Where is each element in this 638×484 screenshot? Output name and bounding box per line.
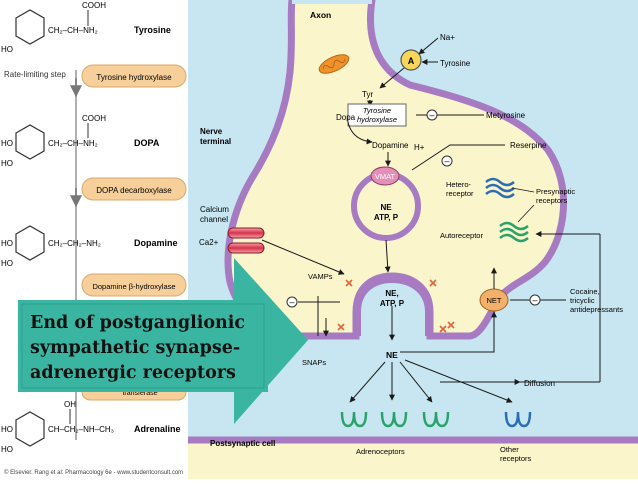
cocaine-inhibit-icon	[529, 294, 541, 306]
svg-text:HO: HO	[1, 159, 13, 168]
metyrosine-label: Metyrosine	[486, 111, 526, 120]
dopamine-label: Dopamine	[372, 141, 409, 150]
cocaine-label-2: tricyclic	[570, 296, 595, 305]
compound-dopa: DOPA	[134, 138, 160, 148]
tyr-ho: HO	[1, 45, 13, 54]
svg-text:Dopamine β-hydroxylase: Dopamine β-hydroxylase	[92, 282, 175, 291]
svg-text:–: –	[444, 156, 449, 166]
svg-text:NET: NET	[487, 296, 502, 305]
svg-text:NE,: NE,	[385, 289, 398, 298]
svg-text:OH: OH	[64, 400, 76, 409]
tyr-label: Tyr	[362, 90, 373, 99]
copyright-footer: © Elsevier. Rang et al: Pharmacology 6e …	[4, 469, 183, 476]
svg-text:VMAT: VMAT	[375, 172, 396, 181]
callout-line-1: End of postganglionic	[30, 313, 245, 333]
tyr-chain: CH₂–CH–NH₂	[48, 26, 98, 35]
reserpine-inhibit-icon	[441, 155, 453, 167]
autoreceptor-label: Autoreceptor	[440, 231, 483, 240]
svg-text:HO: HO	[1, 445, 13, 454]
adrenoceptors-label: Adrenoceptors	[356, 447, 405, 456]
svg-text:DOPA decarboxylase: DOPA decarboxylase	[96, 186, 172, 195]
synapse-diagram: Axon Nerve terminal A Na+ Tyrosine Tyr T…	[188, 0, 638, 479]
snare-complex-icons	[337, 279, 455, 333]
calcium-channel-label-1: Calcium	[200, 205, 229, 214]
enzyme-dopamine-beta-hydroxylase: Dopamine β-hydroxylase	[81, 273, 187, 297]
callout-line-2: sympathetic synapse-	[30, 338, 240, 358]
adrenaline-structure: OH CH–CH₂–NH–CH₃ HO HO Adrenaline	[1, 400, 181, 454]
dopamine-structure: CH₂–CH₂–NH₂ HO HO Dopamine	[1, 225, 178, 268]
postsynaptic-cell	[188, 440, 638, 479]
cocaine-label-1: Cocaine,	[570, 287, 600, 296]
svg-text:CH–CH₂–NH–CH₃: CH–CH₂–NH–CH₃	[48, 425, 114, 434]
compound-adrenaline: Adrenaline	[134, 424, 181, 434]
compound-tyrosine: Tyrosine	[134, 25, 171, 35]
mitochondrion-icon	[318, 54, 350, 74]
ne-cleft-label: NE	[386, 350, 398, 360]
cocaine-label-3: antidepressants	[570, 305, 623, 314]
vamps-label: VAMPs	[308, 272, 333, 281]
tyrosine-hydroxylase-box	[347, 103, 407, 127]
other-receptor-icon	[504, 411, 532, 428]
enzyme-dopa-decarboxylase: DOPA decarboxylase	[81, 177, 187, 201]
svg-text:COOH: COOH	[82, 114, 106, 123]
snaps-label: SNAPs	[302, 358, 326, 367]
svg-text:NE: NE	[380, 203, 392, 212]
other-receptors-label-2: receptors	[500, 454, 532, 463]
calcium-channel-icon	[227, 227, 265, 254]
svg-text:Tyrosine hydroxylase: Tyrosine hydroxylase	[96, 73, 172, 82]
presynaptic-receptors-label-1: Presynaptic	[536, 187, 575, 196]
adrenoceptor-icons	[340, 411, 450, 428]
svg-text:HO: HO	[1, 425, 13, 434]
postsynaptic-cell-label: Postsynaptic cell	[210, 439, 275, 448]
vmat-transporter	[370, 166, 400, 186]
svg-text:–: –	[289, 297, 294, 307]
axon-label: Axon	[310, 10, 331, 20]
transporter-a	[400, 49, 422, 71]
svg-text:ATP, P: ATP, P	[374, 213, 399, 222]
vamps-inhibit-icon	[286, 296, 298, 308]
callout-arrow: End of postganglionic sympathetic synaps…	[18, 258, 308, 424]
diffusion-label: Diffusion	[524, 379, 555, 388]
hetero-receptor-label-1: Hetero-	[446, 180, 472, 189]
svg-text:Tyrosine: Tyrosine	[363, 106, 391, 115]
callout-line-3: adrenergic receptors	[30, 363, 236, 383]
tyrosine-extracellular: Tyrosine	[440, 59, 471, 68]
svg-text:transferase: transferase	[122, 390, 157, 397]
dopa-label: Dopa	[336, 113, 356, 122]
biosynthesis-panel: COOH CH₂–CH–NH₂ HO Tyrosine Rate-limitin…	[0, 0, 188, 479]
fusing-vesicle	[355, 276, 431, 336]
calcium-channel-label-2: channel	[200, 215, 228, 224]
autoreceptor-icon	[499, 221, 529, 243]
nerve-terminal-label-1: Nerve	[200, 127, 223, 136]
tyr-cooh: COOH	[82, 1, 106, 10]
svg-text:CH₂–CH–NH₂: CH₂–CH–NH₂	[48, 139, 98, 148]
na-label: Na+	[440, 33, 455, 42]
hetero-receptor-label-2: receptor	[446, 189, 474, 198]
rate-limiting-label: Rate-limiting step	[4, 70, 66, 79]
presynaptic-receptors-label-2: receptors	[536, 196, 568, 205]
svg-text:–: –	[429, 110, 434, 120]
hetero-receptor-icon	[485, 177, 515, 199]
nerve-terminal-label-2: terminal	[200, 137, 231, 146]
svg-text:CH₂–CH₂–NH₂: CH₂–CH₂–NH₂	[48, 239, 101, 248]
svg-text:hydroxylase: hydroxylase	[357, 115, 397, 124]
tyrosine-structure: COOH CH₂–CH–NH₂ HO Tyrosine	[1, 1, 171, 54]
reserpine-label: Reserpine	[510, 141, 547, 150]
ca2-label: Ca2+	[199, 238, 219, 247]
dopa-structure: COOH CH₂–CH–NH₂ HO HO DOPA	[1, 114, 160, 168]
svg-text:–: –	[532, 295, 537, 305]
svg-text:ATP, P: ATP, P	[380, 299, 405, 308]
h-plus-label: H+	[414, 143, 425, 152]
other-receptors-label-1: Other	[500, 445, 519, 454]
compound-dopamine: Dopamine	[134, 238, 178, 248]
svg-text:HO: HO	[1, 239, 13, 248]
enzyme-tyrosine-hydroxylase: Tyrosine hydroxylase	[81, 64, 187, 88]
svg-text:A: A	[408, 56, 415, 66]
metyrosine-inhibit-icon	[426, 109, 438, 121]
svg-text:HO: HO	[1, 139, 13, 148]
svg-text:HO: HO	[1, 259, 13, 268]
